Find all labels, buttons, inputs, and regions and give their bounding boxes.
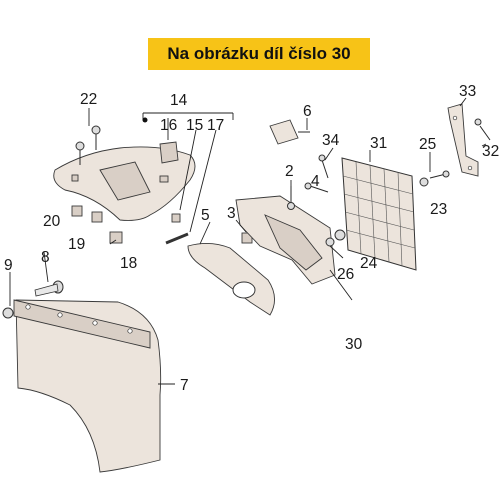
- tray-inner-recess: [99, 161, 151, 201]
- plate-part-6: [269, 119, 299, 145]
- bracket-hole: [232, 281, 256, 299]
- clip-part-19: [91, 211, 103, 223]
- callout-33: 33: [459, 83, 476, 100]
- bracket-part-33: [447, 103, 479, 177]
- mud-flap-bracket-holes: [25, 304, 133, 334]
- nut-part-26: [325, 237, 335, 247]
- callout-8: 8: [41, 249, 50, 266]
- bracket-part-5: [187, 243, 275, 316]
- callout-5: 5: [201, 207, 210, 224]
- clip-part-20: [71, 205, 83, 217]
- callout-6: 6: [303, 103, 312, 120]
- rear-fender-inner: [264, 214, 323, 271]
- screw-head-part-32: [474, 118, 482, 126]
- callout-9: 9: [4, 257, 13, 274]
- bolt-part-8: [34, 280, 64, 297]
- callout-22: 22: [80, 91, 97, 108]
- callout-25: 25: [419, 136, 436, 153]
- callout-labels: 22 14 16 15 17 20 19 18 5 3 9 8 7 6 2 4 …: [4, 83, 499, 394]
- callout-2: 2: [285, 163, 294, 180]
- callout-19: 19: [68, 236, 85, 253]
- fastener-part-34: [318, 154, 329, 179]
- clip-part-18: [109, 231, 123, 244]
- leader-lines: [9, 97, 487, 385]
- washer-part-23: [419, 177, 429, 187]
- washer-part-24: [334, 229, 346, 241]
- bolt-part-2: [287, 186, 295, 210]
- screw-part-22: [75, 125, 101, 165]
- callout-7: 7: [180, 377, 189, 394]
- callout-4: 4: [311, 173, 320, 190]
- screw-part-32: [479, 125, 491, 141]
- plate-holder-part-31: [341, 157, 417, 271]
- callout-14: 14: [170, 92, 188, 109]
- tray-clips: [71, 174, 169, 183]
- washer-part-9: [2, 307, 14, 319]
- fastener-part-4: [304, 182, 329, 193]
- callout-30: 30: [345, 336, 363, 353]
- callout-17: 17: [207, 117, 224, 134]
- callout-23: 23: [430, 201, 447, 218]
- pin-part-17: [165, 232, 189, 245]
- callout-16: 16: [160, 117, 177, 134]
- callout-26: 26: [337, 266, 354, 283]
- callout-20: 20: [43, 213, 61, 230]
- callout-18: 18: [120, 255, 137, 272]
- group-marker-dot: [142, 117, 148, 123]
- banner-text: Na obrázku díl číslo 30: [167, 44, 351, 63]
- callout-24: 24: [360, 255, 378, 272]
- callout-32: 32: [482, 143, 499, 160]
- clip-part-15: [171, 213, 181, 223]
- pad-part-16: [159, 141, 179, 164]
- callout-34: 34: [322, 132, 340, 149]
- mud-flap-part-7: [15, 299, 162, 473]
- mud-flap-bracket: [13, 299, 151, 349]
- callout-15: 15: [186, 117, 203, 134]
- screw-part-25: [429, 170, 450, 179]
- callout-31: 31: [370, 135, 387, 152]
- bracket-holes: [452, 115, 473, 171]
- callout-3: 3: [227, 205, 236, 222]
- part-number-banner: Na obrázku díl číslo 30: [148, 38, 370, 70]
